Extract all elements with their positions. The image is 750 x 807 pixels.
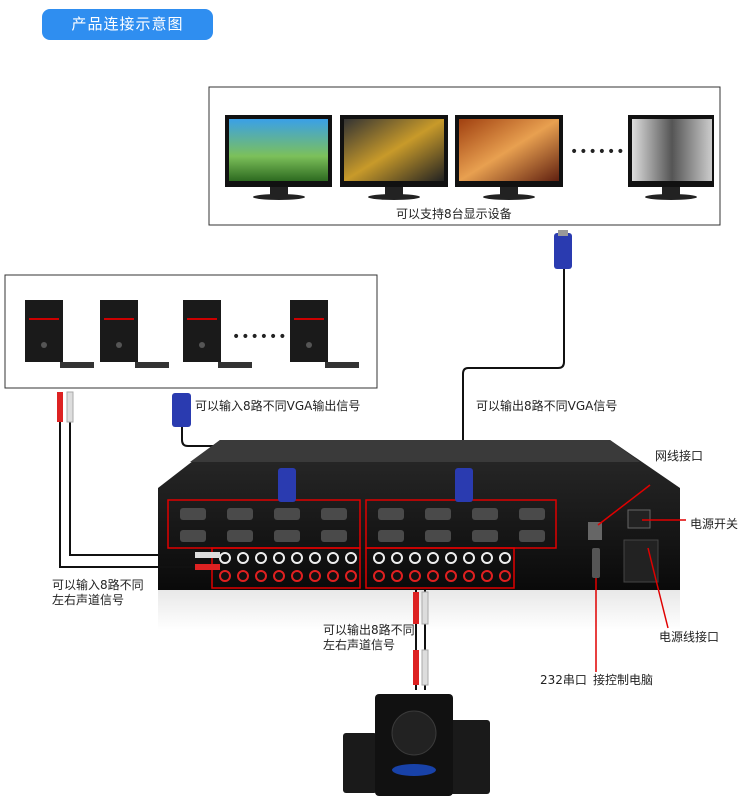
rca-port — [499, 552, 511, 564]
rca-port — [219, 552, 231, 564]
vga-port — [425, 530, 451, 542]
vga-connector-input — [172, 393, 191, 427]
vga-port — [519, 508, 545, 520]
computer-2 — [100, 300, 169, 368]
rca-port — [445, 552, 457, 564]
monitor-4 — [628, 115, 714, 200]
rca-port — [481, 570, 493, 582]
control-pc-label: 接控制电脑 — [593, 673, 654, 687]
rca-plug-white-in — [195, 552, 220, 558]
power-switch-label: 电源开关 — [690, 517, 739, 531]
power-port-label: 电源线接口 — [659, 630, 720, 644]
rca-port — [463, 552, 475, 564]
rca-port — [463, 570, 475, 582]
rca-port — [273, 570, 285, 582]
rca-port — [255, 570, 267, 582]
vga-port — [180, 530, 206, 542]
speaker-system — [343, 694, 490, 796]
displays-caption: 可以支持8台显示设备 — [396, 207, 512, 221]
rca-port — [373, 570, 385, 582]
audio-input-label-2: 左右声道信号 — [52, 593, 125, 607]
rca-port — [273, 552, 285, 564]
vga-port — [378, 508, 404, 520]
monitor-2 — [340, 115, 448, 200]
network-port-label: 网线接口 — [655, 449, 704, 463]
rca-port — [409, 570, 421, 582]
displays-ellipsis: •••••• — [570, 144, 626, 160]
vga-port — [472, 530, 498, 542]
vga-port — [378, 530, 404, 542]
audio-input-cable — [59, 420, 200, 568]
computers-ellipsis: •••••• — [232, 329, 288, 345]
audio-output-label-1: 可以输出8路不同 — [323, 623, 415, 637]
rca-port — [237, 552, 249, 564]
rca-port — [373, 552, 385, 564]
rca-port — [291, 570, 303, 582]
computer-group — [4, 274, 378, 389]
vga-output-cable — [462, 268, 565, 472]
rca-plug-red — [57, 392, 63, 422]
vga-input-label: 可以输入8路不同VGA输出信号 — [195, 399, 361, 413]
vga-port — [321, 530, 347, 542]
rca-port — [391, 552, 403, 564]
rca-port — [345, 552, 357, 564]
display-group — [208, 86, 721, 226]
rca-port — [499, 570, 511, 582]
matrix-switcher — [158, 440, 680, 630]
title-button: 产品连接示意图 — [42, 9, 213, 40]
rca-port — [327, 570, 339, 582]
rca-ports — [219, 552, 511, 582]
vga-connector-top — [554, 230, 572, 269]
vga-output-label: 可以输出8路不同VGA信号 — [476, 399, 618, 413]
vga-port — [227, 508, 253, 520]
vga-port — [425, 508, 451, 520]
vga-port — [180, 508, 206, 520]
vga-ports — [180, 508, 545, 542]
rca-port — [255, 552, 267, 564]
rca-port — [219, 570, 231, 582]
computer-1 — [25, 300, 94, 368]
vga-port — [472, 508, 498, 520]
vga-connector-device-in — [278, 468, 296, 502]
vga-port — [274, 530, 300, 542]
vga-port — [321, 508, 347, 520]
rca-port — [391, 570, 403, 582]
rca-port — [481, 552, 493, 564]
rca-port — [309, 570, 321, 582]
power-socket — [623, 539, 659, 583]
rca-port — [291, 552, 303, 564]
rca-port — [237, 570, 249, 582]
monitor-3 — [455, 115, 563, 200]
leader-lines — [595, 484, 686, 672]
rca-plug-red-in — [195, 564, 220, 570]
power-switch — [627, 509, 651, 529]
serial-port-label: 232串口 — [540, 673, 587, 687]
vga-port — [227, 530, 253, 542]
rca-port — [427, 552, 439, 564]
vga-connector-device-out — [455, 468, 473, 502]
monitor-1 — [225, 115, 332, 200]
audio-input-label-1: 可以输入8路不同 — [52, 578, 144, 592]
rca-port — [327, 552, 339, 564]
rca-port — [345, 570, 357, 582]
audio-output-label-2: 左右声道信号 — [323, 638, 396, 652]
rca-plug-white — [66, 391, 74, 423]
ethernet-port — [588, 522, 602, 540]
rca-port — [309, 552, 321, 564]
vga-port — [519, 530, 545, 542]
rs232-port — [592, 548, 600, 578]
rca-port — [409, 552, 421, 564]
computer-4 — [290, 300, 359, 368]
rca-port — [445, 570, 457, 582]
computer-3 — [183, 300, 252, 368]
rca-port — [427, 570, 439, 582]
vga-port — [274, 508, 300, 520]
